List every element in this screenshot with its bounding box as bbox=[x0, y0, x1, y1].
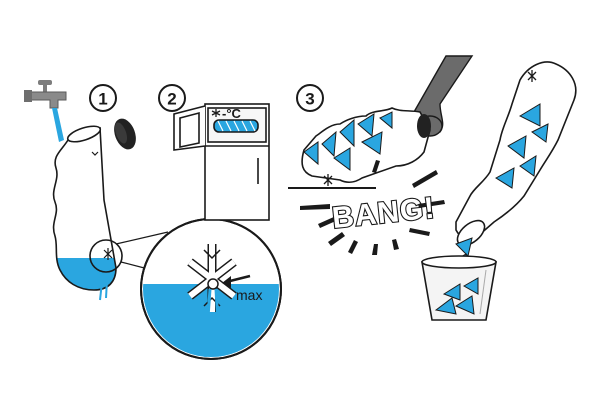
step-2: 2 -°C bbox=[158, 84, 270, 221]
step-3: 3 bbox=[288, 55, 577, 321]
impact-lines bbox=[300, 160, 445, 255]
step-3-badge: 3 bbox=[296, 84, 324, 112]
freezer-temp-label: -°C bbox=[222, 106, 242, 121]
detail-marker bbox=[89, 239, 123, 273]
step-1: 1 bbox=[24, 80, 282, 360]
snowflake-icon bbox=[211, 109, 221, 117]
step-1-badge: 1 bbox=[89, 84, 117, 112]
bang-label: BANG! bbox=[331, 191, 437, 235]
bottle-cap-icon bbox=[114, 118, 136, 150]
faucet-icon bbox=[24, 80, 67, 109]
snowflake-icon bbox=[103, 248, 113, 260]
step-3-number: 3 bbox=[305, 90, 314, 109]
max-fill-detail bbox=[140, 218, 282, 360]
water-stream bbox=[52, 108, 64, 142]
ice-bottle-filling bbox=[52, 125, 117, 301]
max-label: max bbox=[236, 287, 262, 303]
ice-bottle-banging bbox=[301, 107, 431, 186]
snowflake-icon bbox=[323, 174, 333, 186]
glass-icon bbox=[421, 255, 497, 321]
freezer-icon bbox=[173, 103, 270, 221]
step-1-number: 1 bbox=[98, 90, 107, 109]
max-indicator: max bbox=[222, 274, 262, 303]
step-2-badge: 2 bbox=[158, 84, 186, 112]
step-2-number: 2 bbox=[167, 90, 176, 109]
snowflake-icon bbox=[527, 70, 537, 82]
ice-bottle-pouring bbox=[455, 61, 577, 247]
